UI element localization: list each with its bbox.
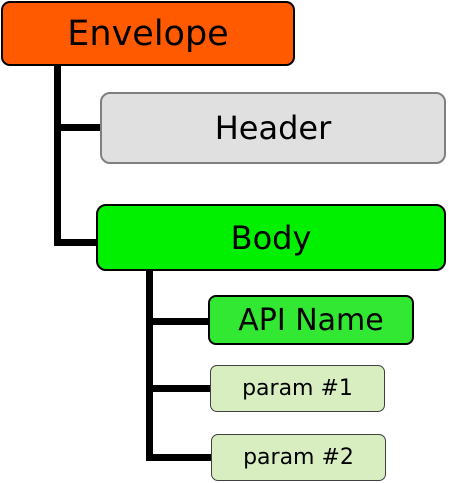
- body-label: Body: [230, 218, 312, 257]
- param2-label: param #2: [243, 445, 354, 470]
- body-to-param2-line: [146, 454, 213, 461]
- body-to-api-name-line: [146, 318, 210, 325]
- header-node: Header: [100, 92, 446, 164]
- api-name-node: API Name: [208, 295, 414, 345]
- envelope-to-body-line: [54, 239, 98, 246]
- envelope-trunk-line: [54, 64, 61, 245]
- body-node: Body: [96, 204, 446, 271]
- param2-node: param #2: [211, 434, 386, 481]
- api-name-label: API Name: [238, 302, 384, 338]
- envelope-node: Envelope: [1, 1, 295, 66]
- param1-label: param #1: [242, 376, 353, 401]
- body-trunk-line: [146, 269, 153, 461]
- envelope-to-header-line: [54, 124, 102, 131]
- header-label: Header: [214, 109, 332, 147]
- body-to-param1-line: [146, 385, 212, 392]
- envelope-label: Envelope: [67, 13, 229, 54]
- param1-node: param #1: [210, 365, 385, 412]
